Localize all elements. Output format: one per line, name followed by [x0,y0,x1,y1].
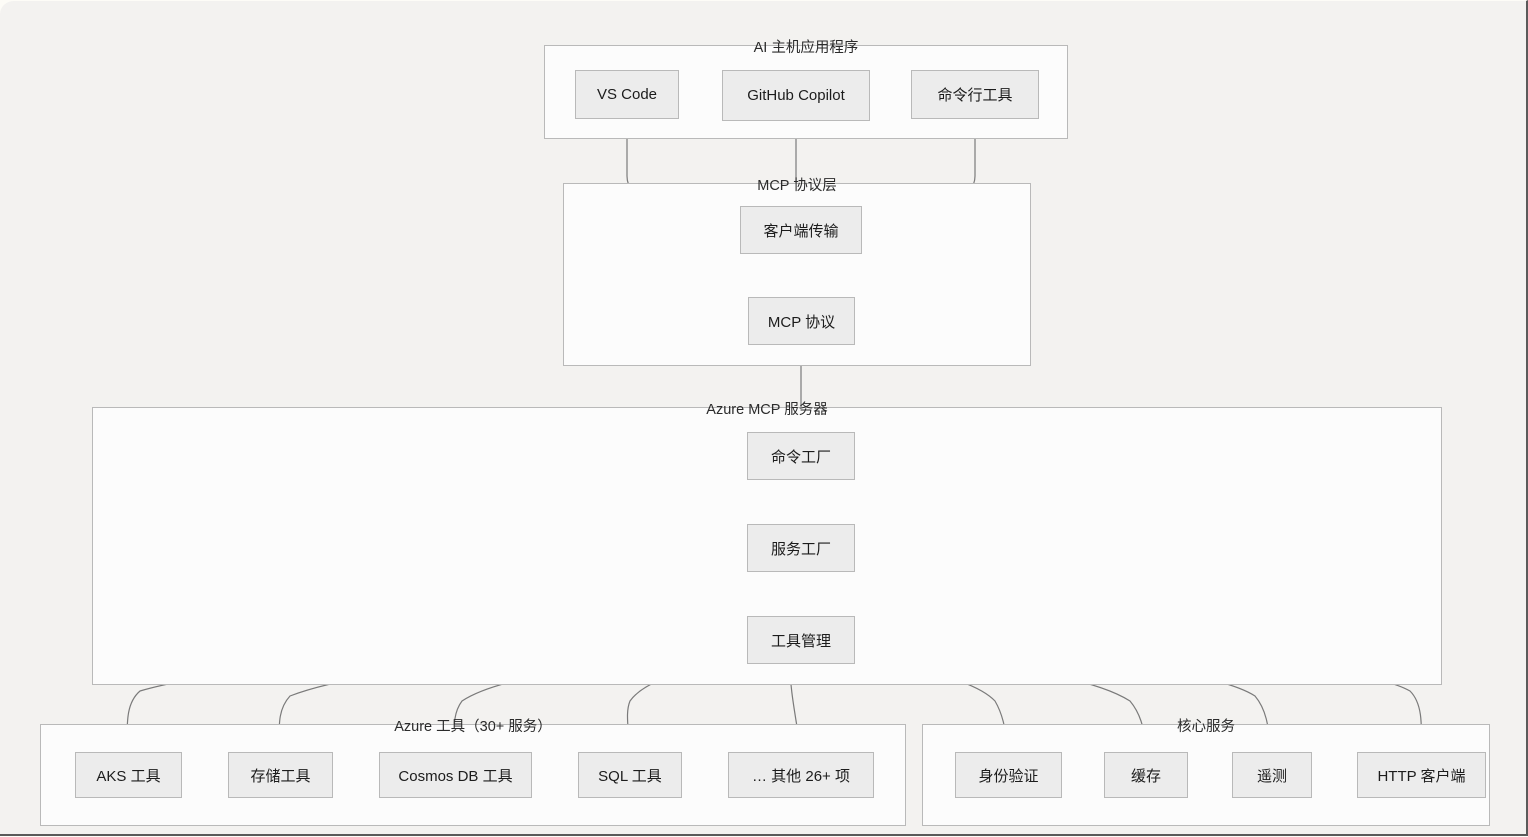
node-github-copilot-label: GitHub Copilot [747,87,845,104]
node-aks-tools[interactable]: AKS 工具 [75,752,182,798]
node-client-transport[interactable]: 客户端传输 [740,206,862,254]
node-service-factory[interactable]: 服务工厂 [747,524,855,572]
node-command-factory[interactable]: 命令工厂 [747,432,855,480]
node-storage-tools[interactable]: 存储工具 [228,752,333,798]
node-cosmos-db-tools[interactable]: Cosmos DB 工具 [379,752,532,798]
node-cli-tool-label: 命令行工具 [937,87,1013,104]
node-authentication[interactable]: 身份验证 [955,752,1062,798]
node-vs-code-label: VS Code [596,86,658,103]
node-command-factory-label: 命令工厂 [770,448,831,466]
cluster-core-services-label: 核心服务 [1177,719,1235,735]
cluster-azure-tools-label: Azure 工具（30+ 服务） [394,719,552,735]
node-cache-label: 缓存 [1130,767,1161,785]
node-telemetry[interactable]: 遥测 [1232,752,1312,798]
node-sql-tools-label: SQL 工具 [598,767,662,785]
node-cosmos-db-tools-label: Cosmos DB 工具 [398,767,513,785]
cluster-ai-host-label: AI 主机应用程序 [753,40,859,56]
node-tool-management-label: 工具管理 [770,632,831,650]
node-sql-tools[interactable]: SQL 工具 [578,752,682,798]
node-vs-code[interactable]: VS Code [575,70,679,119]
node-client-transport-label: 客户端传输 [763,222,839,240]
cluster-azure-mcp-server-label: Azure MCP 服务器 [706,402,828,418]
node-storage-tools-label: 存储工具 [250,767,311,785]
node-http-client[interactable]: HTTP 客户端 [1357,752,1486,798]
cluster-mcp-layer-label: MCP 协议层 [757,178,837,194]
node-github-copilot[interactable]: GitHub Copilot [722,70,870,121]
node-telemetry-label: 遥测 [1256,767,1287,785]
node-authentication-label: 身份验证 [978,767,1039,785]
node-mcp-protocol-label: MCP 协议 [767,313,836,331]
node-cache[interactable]: 缓存 [1104,752,1188,798]
node-mcp-protocol[interactable]: MCP 协议 [748,297,855,345]
node-tool-management[interactable]: 工具管理 [747,616,855,664]
node-cli-tool[interactable]: 命令行工具 [911,70,1039,119]
node-other-tools-label: … 其他 26+ 项 [752,767,850,785]
node-other-tools[interactable]: … 其他 26+ 项 [728,752,874,798]
node-aks-tools-label: AKS 工具 [96,767,161,785]
node-service-factory-label: 服务工厂 [770,540,831,558]
node-http-client-label: HTTP 客户端 [1377,767,1466,785]
